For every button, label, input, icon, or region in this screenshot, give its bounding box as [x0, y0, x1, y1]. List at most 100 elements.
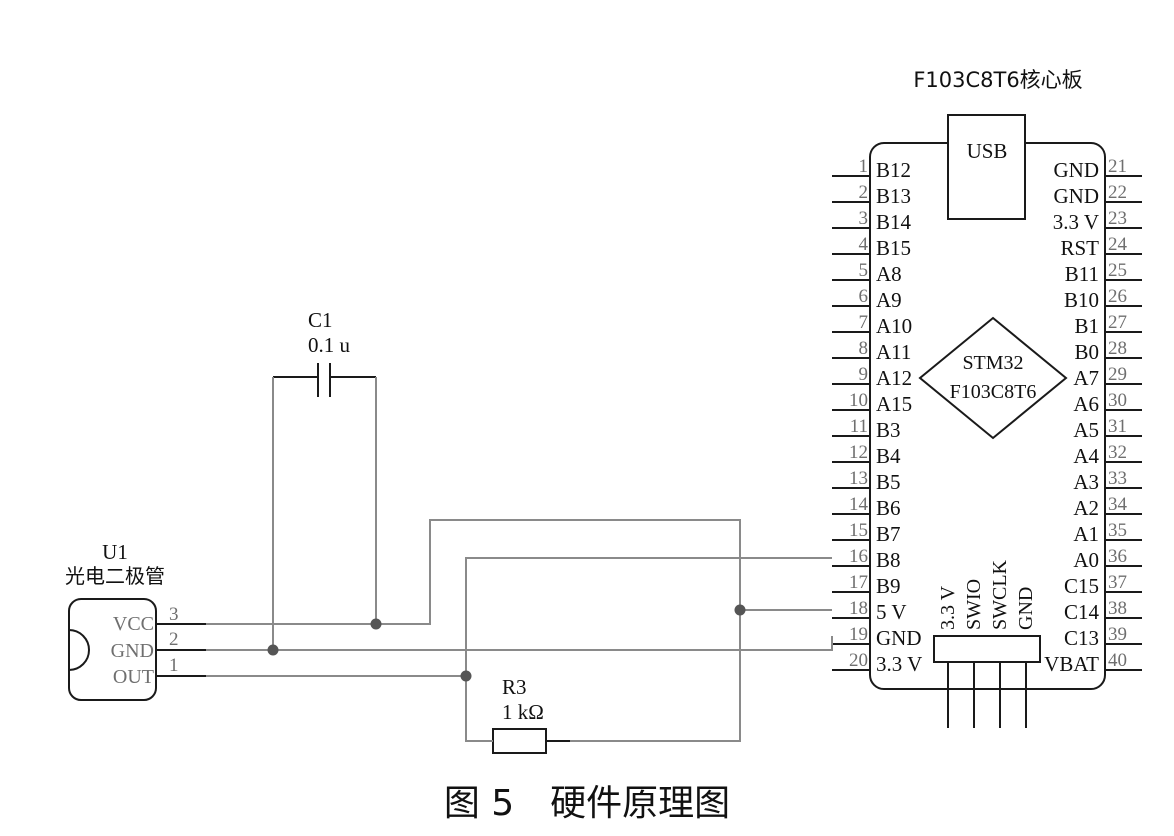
left-pin-label: B13 — [876, 184, 911, 208]
r3-value: 1 kΩ — [502, 700, 544, 724]
swd-pin-gnd-label: GND — [1015, 587, 1037, 630]
usb-label: USB — [967, 139, 1008, 163]
u1-name: 光电二极管 — [65, 564, 165, 588]
u1-pin-2-number: 2 — [169, 629, 179, 650]
left-pin-label: B3 — [876, 418, 901, 442]
left-pin-number: 15 — [849, 520, 868, 541]
right-pin-number: 22 — [1108, 182, 1127, 203]
left-pin-number: 20 — [849, 650, 868, 671]
left-pin-number: 12 — [849, 442, 868, 463]
right-pin-label: B10 — [1064, 288, 1099, 312]
left-pin-number: 3 — [859, 208, 869, 229]
left-pin-label: B8 — [876, 548, 901, 572]
left-pin-label: B14 — [876, 210, 912, 234]
left-pin-number: 19 — [849, 624, 868, 645]
right-pin-label: A3 — [1073, 470, 1099, 494]
left-pin-number: 6 — [859, 286, 869, 307]
right-pin-label: B11 — [1065, 262, 1099, 286]
left-pin-label: GND — [876, 626, 922, 650]
right-pin-label: A5 — [1073, 418, 1099, 442]
swd-connector — [933, 635, 1041, 663]
left-pin-label: A9 — [876, 288, 902, 312]
wire-out-to-r3 — [465, 676, 493, 742]
right-pin-number: 30 — [1108, 390, 1127, 411]
swd-header: 3.3 V SWIO SWCLK GND — [933, 559, 1041, 728]
c1-value: 0.1 u — [308, 333, 351, 357]
usb-connector — [947, 114, 1026, 220]
right-pin-number: 24 — [1108, 234, 1128, 255]
photodiode-u1: U1 光电二极管 VCC GND OUT 3 2 1 — [65, 540, 206, 701]
left-pin-label: B6 — [876, 496, 901, 520]
junction-vcc — [370, 618, 382, 630]
u1-ref: U1 — [102, 540, 128, 564]
right-pin-number: 26 — [1108, 286, 1127, 307]
left-pin-number: 16 — [849, 546, 868, 567]
right-pin-label: VBAT — [1044, 652, 1099, 676]
right-pin-label: A0 — [1073, 548, 1099, 572]
left-pin-number: 2 — [859, 182, 869, 203]
left-pin-number: 1 — [859, 156, 869, 177]
left-pin-label: A15 — [876, 392, 912, 416]
right-pin-label: GND — [1054, 184, 1100, 208]
right-pin-label: C15 — [1064, 574, 1099, 598]
swd-pin-swclk-label: SWCLK — [989, 559, 1011, 630]
right-pin-label: B1 — [1074, 314, 1099, 338]
left-pin-label: B4 — [876, 444, 901, 468]
right-pin-number: 28 — [1108, 338, 1127, 359]
right-pin-number: 40 — [1108, 650, 1127, 671]
right-pin-number: 36 — [1108, 546, 1127, 567]
mcu-label-line2: F103C8T6 — [950, 381, 1037, 403]
right-pin-number: 34 — [1108, 494, 1128, 515]
right-pin-number: 35 — [1108, 520, 1127, 541]
mcu-label-line1: STM32 — [962, 352, 1023, 374]
right-pin-label: GND — [1054, 158, 1100, 182]
left-pin-number: 4 — [859, 234, 869, 255]
u1-pin-1-number: 1 — [169, 655, 179, 676]
wires — [206, 377, 833, 742]
left-pin-number: 10 — [849, 390, 868, 411]
right-pin-label: A2 — [1073, 496, 1099, 520]
left-pin-label: B7 — [876, 522, 901, 546]
wire-out-net — [206, 557, 832, 677]
right-pin-number: 33 — [1108, 468, 1127, 489]
figure-caption: 图 5 硬件原理图 — [444, 783, 730, 824]
r3-ref: R3 — [502, 675, 527, 699]
right-pin-label: A7 — [1073, 366, 1099, 390]
right-pin-number: 39 — [1108, 624, 1127, 645]
right-pin-number: 29 — [1108, 364, 1127, 385]
u1-pin-gnd-label: GND — [111, 640, 154, 662]
board-title: F103C8T6核心板 — [913, 68, 1082, 92]
u1-lens — [68, 629, 90, 671]
right-pin-label: A6 — [1073, 392, 1099, 416]
swd-pin-3v3-label: 3.3 V — [937, 585, 959, 630]
left-pin-label: B15 — [876, 236, 911, 260]
wire-gnd-net — [206, 636, 833, 651]
right-pin-number: 38 — [1108, 598, 1127, 619]
right-pin-label: RST — [1060, 236, 1099, 260]
right-pin-number: 21 — [1108, 156, 1127, 177]
wire-vcc-net — [206, 519, 832, 625]
left-pin-label: A8 — [876, 262, 902, 286]
left-pin-label: B9 — [876, 574, 901, 598]
right-pin-label: C13 — [1064, 626, 1099, 650]
left-pin-number: 17 — [849, 572, 868, 593]
wire-r3-to-vcc — [570, 610, 741, 742]
left-pin-number: 14 — [849, 494, 869, 515]
left-pin-number: 18 — [849, 598, 868, 619]
right-pin-number: 25 — [1108, 260, 1127, 281]
right-pin-number: 31 — [1108, 416, 1127, 437]
swd-pin-swio-label: SWIO — [963, 579, 985, 630]
left-pin-number: 13 — [849, 468, 868, 489]
right-pin-number: 32 — [1108, 442, 1127, 463]
u1-pin-vcc-label: VCC — [113, 613, 154, 635]
right-pin-number: 23 — [1108, 208, 1127, 229]
right-pin-label: C14 — [1064, 600, 1100, 624]
resistor-r3: R3 1 kΩ — [492, 675, 570, 754]
u1-pin-out-label: OUT — [113, 666, 154, 688]
left-pin-number: 7 — [859, 312, 869, 333]
right-pin-label: A1 — [1073, 522, 1099, 546]
left-pin-label: B12 — [876, 158, 911, 182]
